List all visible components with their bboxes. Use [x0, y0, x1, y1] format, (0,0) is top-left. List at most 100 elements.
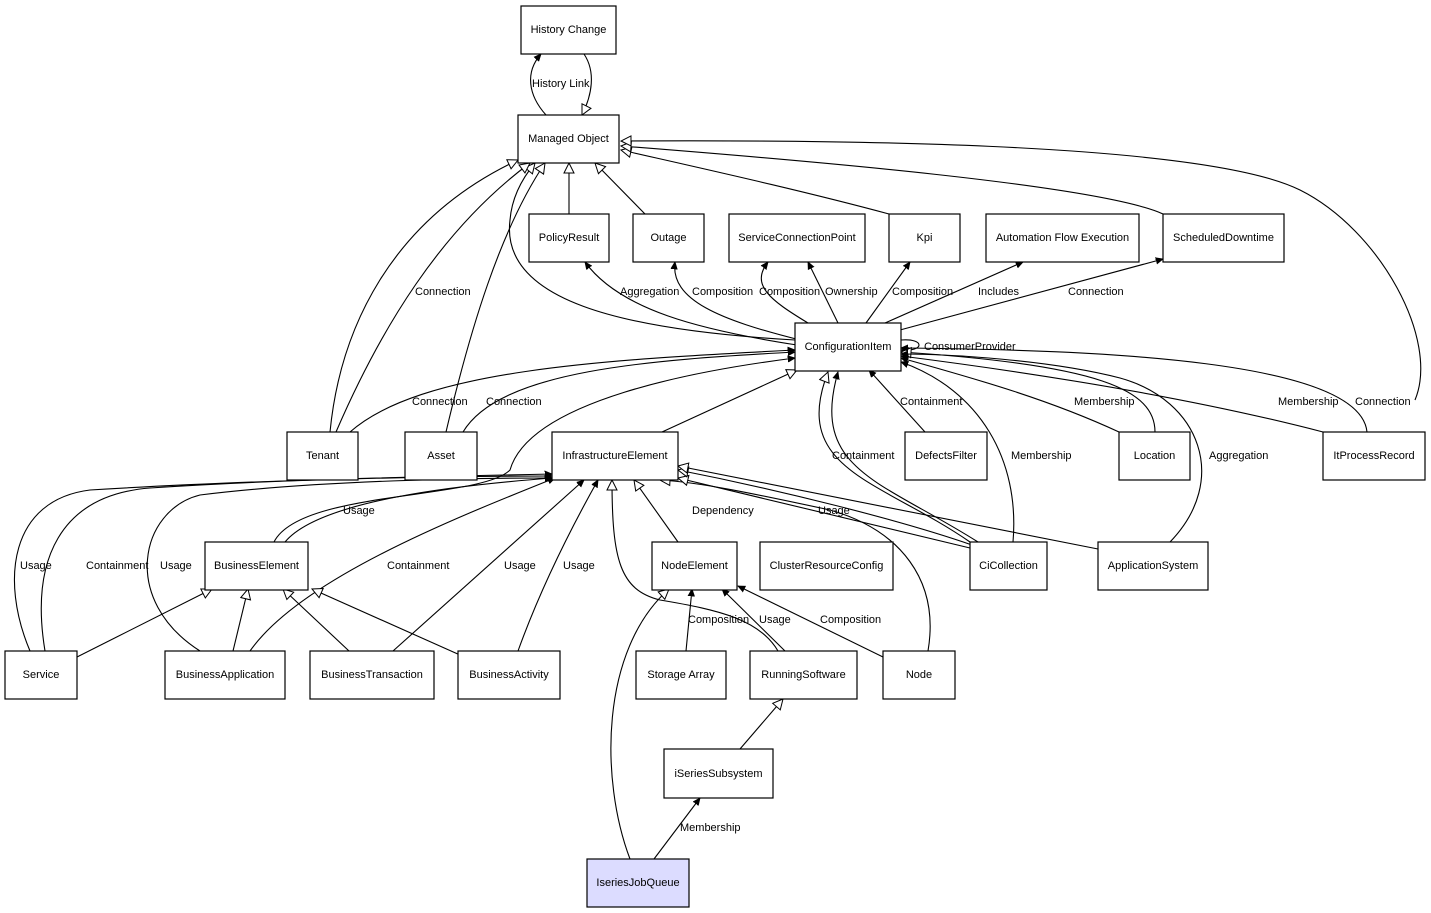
node-application-system[interactable]: ApplicationSystem: [1097, 541, 1209, 591]
node-business-element[interactable]: BusinessElement: [204, 541, 309, 591]
label-connection-tenant-mo: Connection: [415, 286, 471, 298]
node-label: IseriesJobQueue: [596, 877, 679, 889]
node-infrastructure-element[interactable]: InfrastructureElement: [551, 431, 679, 481]
label-containment-service: Containment: [86, 560, 148, 572]
label-membership-jobqueue: Membership: [680, 822, 741, 834]
edge-ci-composition-kpi: [865, 262, 910, 324]
label-aggregation-policy: Aggregation: [620, 286, 679, 298]
nodes: History Change Managed Object PolicyResu…: [4, 5, 1426, 908]
label-membership-cicollection: Membership: [1011, 450, 1072, 462]
node-asset[interactable]: Asset: [404, 431, 478, 481]
edge-businessapp-containment-infra: [249, 478, 555, 652]
node-history-change[interactable]: History Change: [520, 5, 617, 55]
node-storage-array[interactable]: Storage Array: [635, 650, 727, 700]
node-iseries-job-queue[interactable]: IseriesJobQueue: [586, 858, 690, 908]
node-running-software[interactable]: RunningSoftware: [749, 650, 858, 700]
node-node[interactable]: Node: [882, 650, 956, 700]
node-business-application[interactable]: BusinessApplication: [164, 650, 286, 700]
label-usage-businesselement: Usage: [343, 505, 375, 517]
edge-asset-to-managedobject: [445, 163, 545, 433]
edge-infra-to-ci: [661, 370, 797, 433]
node-label: Tenant: [306, 450, 339, 462]
node-managed-object[interactable]: Managed Object: [517, 114, 620, 164]
node-business-transaction[interactable]: BusinessTransaction: [309, 650, 435, 700]
edge-tenant-to-managedobject: [329, 160, 518, 433]
node-outage[interactable]: Outage: [632, 213, 705, 263]
node-label: iSeriesSubsystem: [674, 768, 762, 780]
node-service[interactable]: Service: [4, 650, 78, 700]
label-containment-defects: Containment: [900, 396, 962, 408]
label-aggregation-appsystem: Aggregation: [1209, 450, 1268, 462]
edge-businesstrans-usage-infra: [392, 480, 584, 652]
node-node-element[interactable]: NodeElement: [651, 541, 738, 591]
node-location[interactable]: Location: [1118, 431, 1191, 481]
node-scheduled-downtime[interactable]: ScheduledDowntime: [1162, 213, 1285, 263]
edge-cicollection-containment-ci-2: [831, 372, 979, 543]
node-label: Automation Flow Execution: [996, 232, 1129, 244]
node-label: ConfigurationItem: [805, 341, 892, 353]
label-usage-cicollection: Usage: [818, 505, 850, 517]
node-defects-filter[interactable]: DefectsFilter: [904, 431, 988, 481]
edge-node-dependency-infra: [660, 480, 931, 652]
node-label: ScheduledDowntime: [1173, 232, 1274, 244]
edge-runningsoftware-usage-nodeelement: [722, 589, 786, 652]
edge-jobqueue-to-nodeelement: [610, 589, 669, 860]
node-label: ServiceConnectionPoint: [738, 232, 855, 244]
label-history-link: History Link: [532, 78, 590, 90]
node-label: Storage Array: [647, 669, 715, 681]
label-containment-cicollection: Containment: [832, 450, 894, 462]
node-kpi[interactable]: Kpi: [888, 213, 961, 263]
node-tenant[interactable]: Tenant: [286, 431, 359, 481]
node-ci-collection[interactable]: CiCollection: [969, 541, 1048, 591]
node-it-process-record[interactable]: ItProcessRecord: [1322, 431, 1426, 481]
edge-node-composition-nodeelement: [738, 585, 884, 658]
edge-cicollection-membership-ci: [901, 362, 1015, 543]
node-label: BusinessActivity: [469, 669, 549, 681]
node-label: BusinessApplication: [176, 669, 274, 681]
node-cluster-resource-config[interactable]: ClusterResourceConfig: [759, 541, 894, 591]
label-usage-businesstrans: Usage: [504, 560, 536, 572]
node-label: NodeElement: [661, 560, 728, 572]
edge-kpi-to-managedobject: [621, 150, 890, 215]
edge-ci-includes-automation: [884, 261, 1023, 324]
edge-location-to-ci: [901, 352, 1156, 433]
node-policy-result[interactable]: PolicyResult: [528, 213, 610, 263]
edge-defects-containment-ci: [869, 370, 926, 433]
edge-location-membership-ci: [901, 358, 1120, 433]
edge-businessapp-to-businesselement: [232, 589, 248, 652]
node-business-activity[interactable]: BusinessActivity: [457, 650, 561, 700]
label-connection-asset-ci: Connection: [486, 396, 542, 408]
label-membership-location: Membership: [1074, 396, 1135, 408]
edge-outage-to-managedobject: [595, 163, 646, 215]
label-connection-itprocess: Connection: [1355, 396, 1411, 408]
label-composition-scp: Composition: [759, 286, 820, 298]
label-composition-node: Composition: [820, 614, 881, 626]
node-configuration-item[interactable]: ConfigurationItem: [794, 322, 902, 372]
label-usage-businessactivity: Usage: [563, 560, 595, 572]
edge-history-link-down: [582, 53, 592, 115]
node-label: BusinessTransaction: [321, 669, 423, 681]
label-membership-itprocess: Membership: [1278, 396, 1339, 408]
edge-appsystem-aggregation-ci: [901, 354, 1203, 543]
label-containment-businessapp: Containment: [387, 560, 449, 572]
edge-appsystem-to-infra: [678, 466, 1099, 550]
label-dependency: Dependency: [692, 505, 754, 517]
edge-businessactivity-to-businesselement: [312, 589, 461, 656]
edge-businesstrans-to-businesselement: [283, 589, 350, 652]
label-connection-scheduled: Connection: [1068, 286, 1124, 298]
node-label: ApplicationSystem: [1108, 560, 1199, 572]
node-label: RunningSoftware: [761, 669, 845, 681]
edge-jobqueue-membership-subsystem: [653, 798, 700, 860]
edge-ci-composition-scp: [761, 262, 809, 324]
edge-businesselement-to-ci: [273, 358, 795, 543]
node-iseries-subsystem[interactable]: iSeriesSubsystem: [663, 748, 774, 799]
label-composition-kpi: Composition: [892, 286, 953, 298]
edge-cicollection-containment-ci-1: [818, 372, 971, 543]
node-label: Outage: [650, 232, 686, 244]
edge-scheduleddowntime-to-managedobject: [621, 146, 1164, 215]
node-service-connection-point[interactable]: ServiceConnectionPoint: [728, 213, 866, 263]
node-automation-flow-execution[interactable]: Automation Flow Execution: [985, 213, 1140, 263]
node-label: CiCollection: [979, 560, 1038, 572]
node-label: PolicyResult: [539, 232, 600, 244]
node-label: ItProcessRecord: [1333, 450, 1414, 462]
